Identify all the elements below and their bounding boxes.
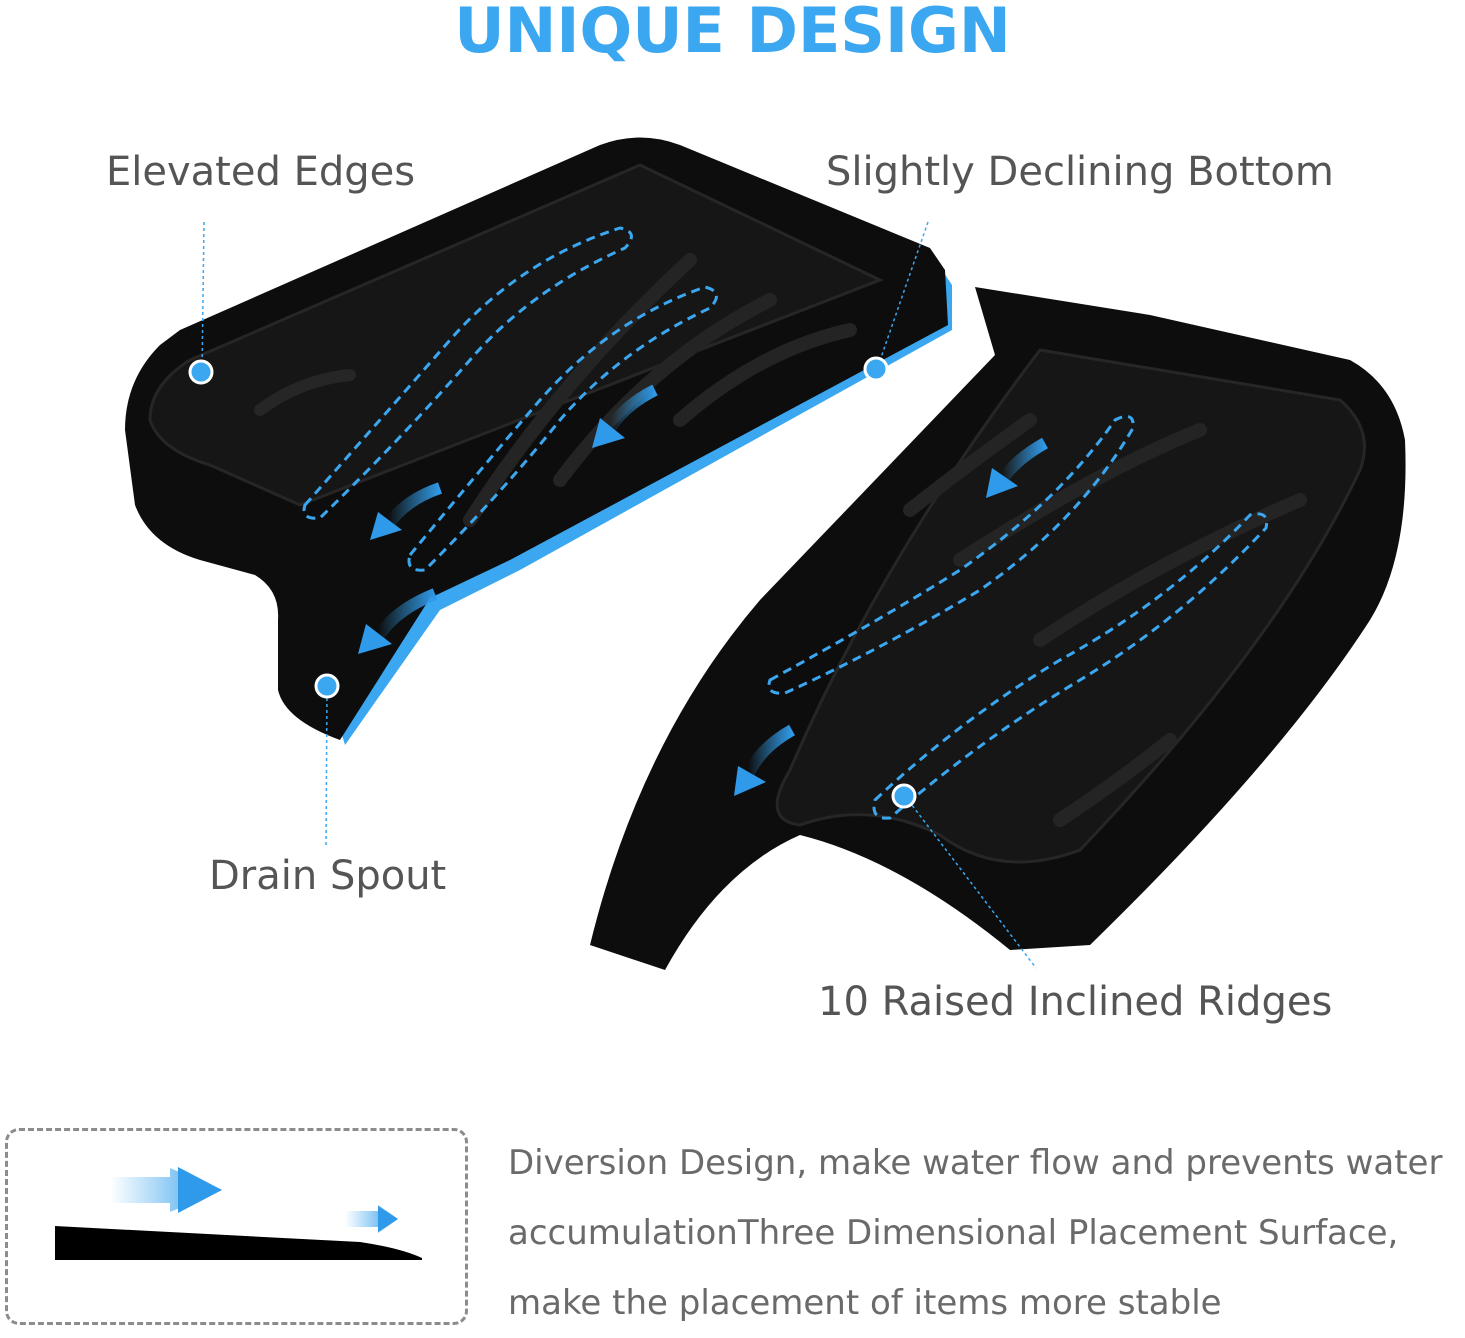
- description-line: accumulationThree Dimensional Placement …: [508, 1213, 1399, 1253]
- description-line: make the placement of items more stable: [508, 1283, 1222, 1323]
- drain-spout-dot: [314, 673, 340, 699]
- diversion-description: Diversion Design, make water flow and pr…: [508, 1128, 1458, 1338]
- declining-bottom-dot: [863, 356, 889, 382]
- callout-markers: [188, 221, 1037, 969]
- declining-bottom-label: Slightly Declining Bottom: [826, 149, 1334, 195]
- page-title: UNIQUE DESIGN: [454, 0, 1011, 67]
- elevated-edges-dot: [188, 359, 214, 385]
- left-flow-arrows: [358, 384, 658, 654]
- left-soap-dish: [125, 137, 952, 745]
- raised-ridges-dot: [891, 783, 917, 809]
- description-line: Diversion Design, make water flow and pr…: [508, 1143, 1443, 1183]
- raised-ridges-label: 10 Raised Inclined Ridges: [818, 979, 1333, 1025]
- drain-spout-label: Drain Spout: [209, 853, 447, 899]
- slope-diagram: [55, 1167, 422, 1260]
- right-soap-dish: [590, 287, 1406, 970]
- large-flow-arrow-icon: [110, 1167, 222, 1213]
- right-flow-arrows: [734, 437, 1049, 796]
- small-flow-arrow-icon: [345, 1205, 398, 1233]
- slope-diagram-frame: [5, 1128, 468, 1325]
- elevated-edges-label: Elevated Edges: [106, 149, 416, 195]
